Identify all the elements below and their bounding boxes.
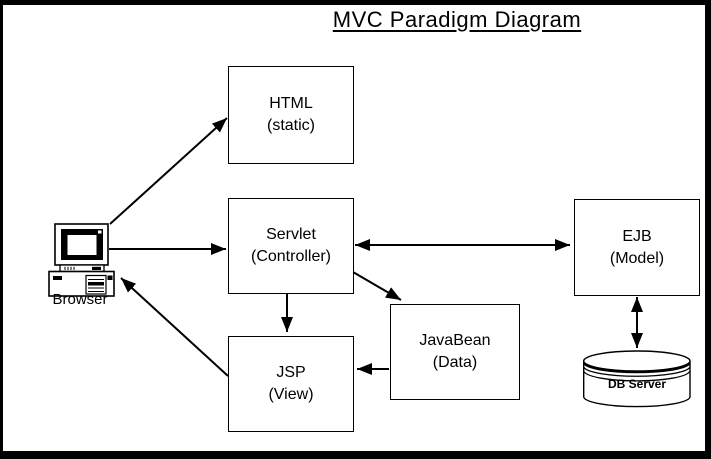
browser-computer-icon	[48, 223, 115, 297]
node-servlet-title: Servlet	[266, 226, 316, 243]
arrow-servlet-to-javabean	[352, 271, 402, 301]
browser-label: Browser	[52, 291, 108, 308]
node-javabean-data: JavaBean (Data)	[390, 304, 520, 400]
node-servlet-controller: Servlet (Controller)	[228, 198, 354, 294]
node-servlet-subtitle: (Controller)	[250, 248, 331, 265]
node-html-static: HTML (static)	[228, 66, 354, 164]
node-html-title: HTML	[269, 95, 313, 112]
db-server-label: DB Server	[607, 377, 667, 391]
node-ejb-title: EJB	[622, 227, 652, 245]
node-jsp-view: JSP (View)	[228, 336, 354, 432]
arrow-jsp-to-browser	[120, 277, 229, 377]
node-ejb-model: EJB (Model)	[574, 199, 700, 296]
node-ejb-subtitle: (Model)	[609, 249, 665, 267]
node-html-subtitle: (static)	[267, 117, 315, 134]
node-jsp-subtitle: (View)	[268, 386, 314, 403]
arrow-browser-to-html	[109, 117, 228, 225]
diagram-title: MVC Paradigm Diagram	[332, 7, 582, 32]
node-jsp-title: JSP	[276, 364, 306, 381]
node-javabean-subtitle: (Data)	[432, 354, 478, 371]
node-javabean-title: JavaBean	[419, 332, 491, 349]
